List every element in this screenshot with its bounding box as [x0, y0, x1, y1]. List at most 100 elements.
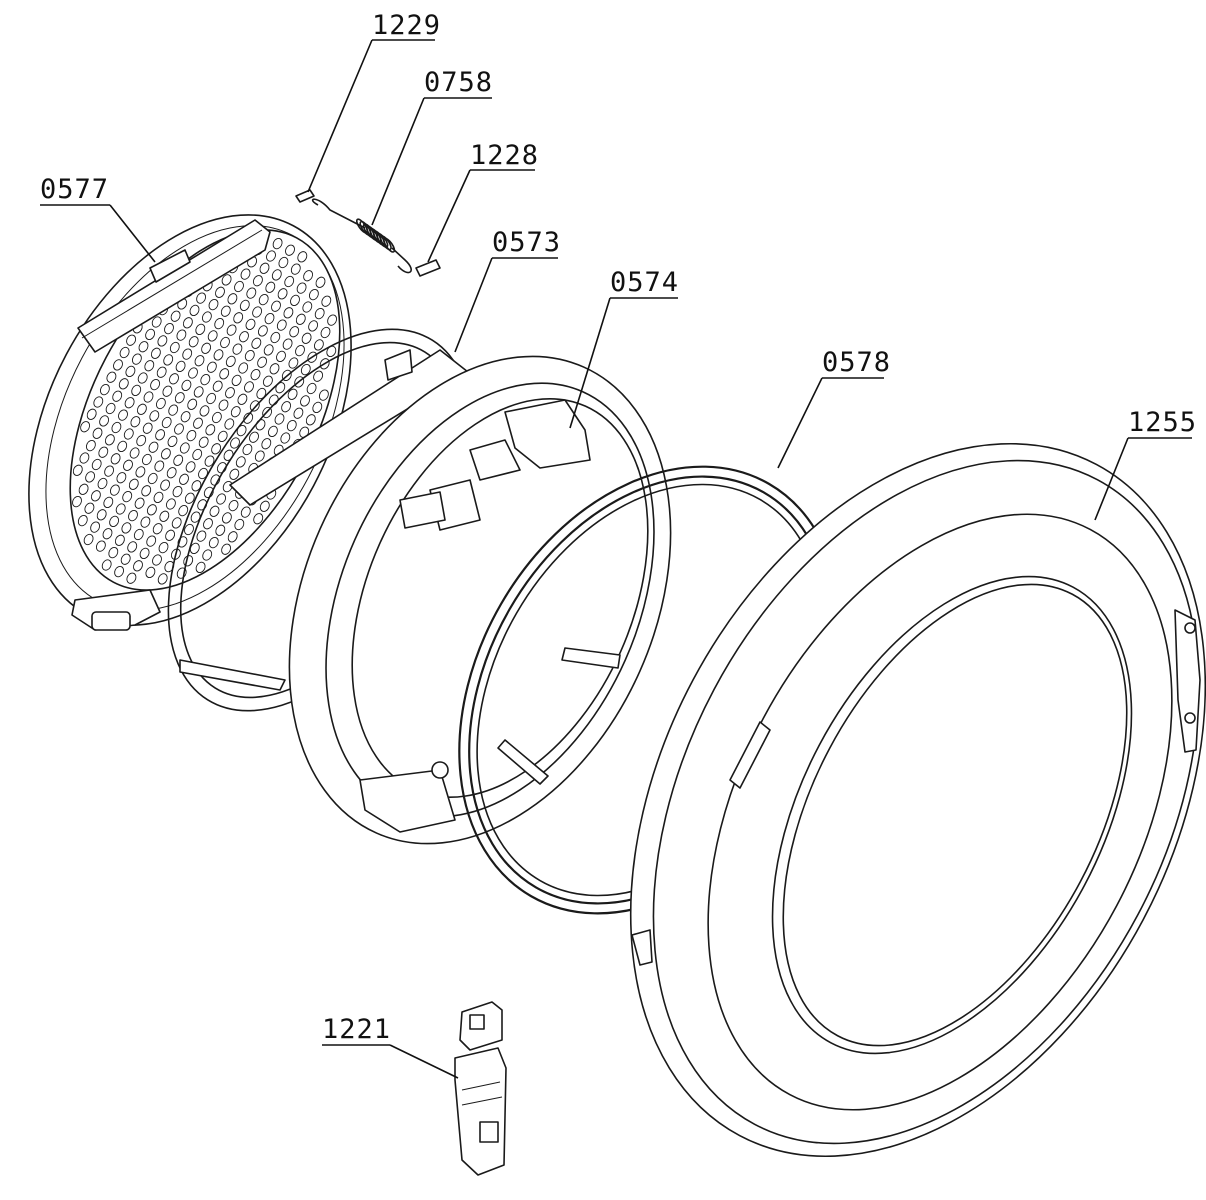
part-1255-door: [629, 442, 1206, 1158]
filter-hole: [264, 312, 275, 325]
filter-hole: [257, 356, 268, 368]
filter-hole: [206, 392, 217, 405]
filter-hole: [131, 353, 142, 365]
filter-hole: [217, 430, 228, 443]
filter-hole: [295, 344, 305, 357]
filter-hole: [138, 341, 149, 353]
filter-hole: [296, 282, 307, 294]
filter-hole: [123, 428, 134, 440]
filter-hole: [238, 362, 249, 374]
filter-hole: [158, 541, 169, 554]
filter-hole: [239, 331, 249, 343]
filter-hole: [175, 360, 186, 373]
filter-hole: [182, 317, 193, 329]
filter-hole: [111, 421, 122, 434]
leader-0574: [569, 297, 678, 429]
filter-hole: [227, 293, 238, 305]
filter-hole: [215, 286, 225, 298]
filter-hole: [154, 460, 165, 472]
filter-hole: [258, 293, 269, 306]
filter-hole: [287, 388, 298, 400]
filter-hole: [134, 497, 145, 509]
filter-hole: [234, 280, 244, 293]
filter-hole: [278, 256, 289, 269]
filter-hole: [109, 484, 120, 496]
filter-hole: [181, 379, 192, 392]
filter-hole: [91, 458, 102, 471]
filter-hole: [284, 275, 295, 288]
filter-hole: [312, 401, 323, 414]
filter-hole: [117, 440, 128, 453]
filter-hole: [208, 298, 219, 311]
filter-hole: [176, 329, 187, 341]
filter-hole: [263, 344, 274, 356]
callout-1229: 1229: [372, 10, 441, 41]
filter-hole: [86, 408, 97, 420]
filter-hole: [155, 429, 166, 441]
filter-hole: [221, 543, 232, 555]
filter-hole: [99, 415, 110, 427]
filter-hole: [85, 439, 96, 452]
callout-labels: 1229 0758 1228 0577 0573 0574 0578 1255 …: [40, 10, 1196, 1045]
filter-hole: [188, 336, 199, 348]
filter-hole: [121, 522, 132, 534]
filter-hole: [231, 374, 242, 387]
filter-hole: [289, 326, 300, 338]
leader-0578: [777, 377, 884, 469]
filter-hole: [290, 294, 300, 307]
filter-hole: [114, 534, 125, 546]
filter-hole: [113, 359, 123, 371]
filter-hole: [290, 263, 301, 275]
filter-hole: [128, 509, 138, 522]
filter-hole: [184, 492, 195, 504]
filter-hole: [141, 453, 152, 466]
filter-hole: [285, 244, 295, 256]
filter-hole: [72, 495, 82, 508]
filter-hole: [326, 345, 337, 358]
filter-hole: [194, 355, 205, 367]
filter-hole: [207, 330, 218, 342]
filter-hole: [201, 311, 212, 323]
filter-hole: [245, 318, 256, 331]
filter-hole: [228, 499, 239, 512]
filter-hole: [202, 549, 213, 561]
filter-hole: [186, 429, 197, 442]
filter-hole: [259, 500, 270, 512]
filter-hole: [150, 378, 161, 391]
filter-hole: [192, 448, 203, 461]
filter-hole: [179, 442, 190, 454]
filter-hole: [163, 354, 174, 366]
filter-hole: [230, 406, 241, 418]
part-1228-clip: [415, 259, 441, 277]
leader-1221: [322, 1044, 459, 1079]
filter-hole: [80, 421, 91, 433]
filter-hole: [221, 274, 232, 286]
filter-hole: [257, 325, 268, 337]
filter-hole: [243, 412, 254, 424]
filter-hole: [189, 304, 200, 317]
filter-mesh-holes: [72, 237, 338, 585]
filter-hole: [95, 540, 106, 552]
filter-hole: [151, 316, 162, 328]
filter-hole: [129, 447, 140, 459]
callout-1228: 1228: [470, 140, 539, 171]
leader-lines: [40, 39, 1192, 1079]
filter-hole: [108, 546, 119, 559]
filter-hole: [250, 368, 261, 381]
filter-hole: [137, 372, 148, 384]
callout-0577: 0577: [40, 174, 109, 205]
filter-hole: [157, 573, 168, 585]
spring-coil: [379, 235, 392, 251]
filter-hole: [242, 443, 253, 456]
filter-hole: [118, 378, 129, 390]
callout-0573: 0573: [492, 227, 561, 258]
filter-hole: [288, 357, 299, 369]
filter-hole: [145, 328, 156, 341]
filter-hole: [271, 300, 281, 312]
callout-0578: 0578: [822, 347, 891, 378]
filter-hole: [209, 505, 220, 517]
filter-hole: [253, 513, 264, 525]
filter-hole: [99, 383, 110, 396]
filter-hole: [146, 535, 157, 547]
filter-hole: [265, 281, 276, 293]
